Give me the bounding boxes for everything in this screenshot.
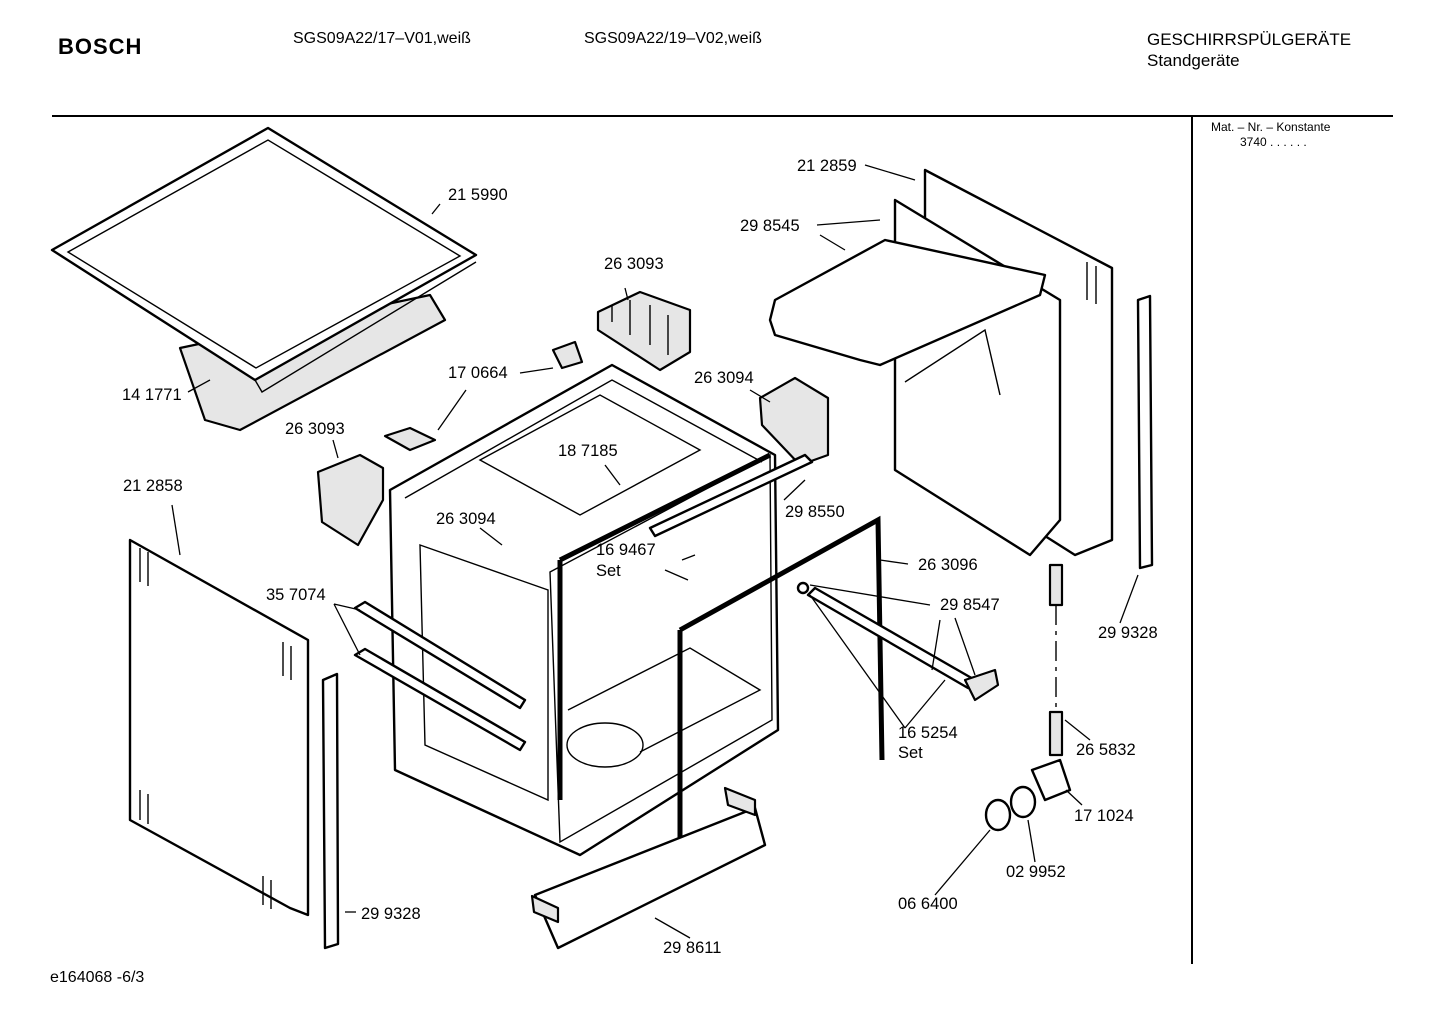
constant-label: Mat. – Nr. – Konstante (1211, 120, 1331, 134)
plinth-298611 (530, 786, 767, 950)
strip-299328-left (321, 672, 340, 950)
strip-299328-right (1136, 294, 1154, 570)
constant-value: 3740 . . . . . . (1240, 135, 1307, 149)
part-label-212858: 21 2858 (123, 477, 183, 495)
part-label-215990: 21 5990 (448, 186, 508, 204)
bracket-263094-top (758, 376, 830, 467)
part-label-171024: 17 1024 (1074, 807, 1134, 825)
back-panel-right (893, 168, 1114, 557)
part-label-299328-right: 29 9328 (1098, 624, 1158, 642)
part-label-263094-top: 26 3094 (694, 369, 754, 387)
part-label-165254-set: Set (898, 744, 923, 762)
part-label-298545: 29 8545 (740, 217, 800, 235)
bracket-263093-top (596, 290, 692, 372)
worktop-part (50, 126, 478, 432)
model-number-1: SGS09A22/17–V01,weiß (293, 30, 471, 47)
subcategory-title: Standgeräte (1147, 51, 1240, 70)
bracket-263093-left (316, 453, 385, 547)
rail-357074-b (353, 647, 527, 752)
part-label-299328-left: 29 9328 (361, 905, 421, 923)
part-label-263093-top: 26 3093 (604, 255, 664, 273)
part-label-165254: 16 5254 (898, 724, 958, 742)
part-label-263094-mid: 26 3094 (436, 510, 496, 528)
category-title: GESCHIRRSPÜLGERÄTE (1147, 30, 1352, 49)
part-label-298550: 29 8550 (785, 503, 845, 521)
tray-298545 (768, 238, 1047, 367)
part-label-298611: 29 8611 (663, 939, 722, 957)
part-label-263096: 26 3096 (918, 556, 978, 574)
leader-lines (171, 164, 1139, 939)
part-label-298547: 29 8547 (940, 596, 1000, 614)
part-label-265832: 26 5832 (1076, 741, 1136, 759)
part-label-187185: 18 7185 (558, 442, 618, 460)
part-label-169467-set: Set (596, 562, 621, 580)
part-label-029952: 02 9952 (1006, 863, 1066, 881)
clip-170664-b (383, 426, 437, 452)
part-label-263093-left: 26 3093 (285, 420, 345, 438)
drawing-id: e164068 -6/3 (50, 969, 145, 986)
rail-357074-a (353, 600, 527, 710)
side-panel-left (128, 538, 310, 917)
door-seal-263096 (557, 452, 885, 870)
part-label-357074: 35 7074 (266, 586, 326, 604)
clip-170664-a (551, 340, 584, 370)
model-number-2: SGS09A22/19–V02,weiß (584, 30, 762, 47)
bar-298550 (648, 453, 814, 538)
part-label-169467: 16 9467 (596, 541, 656, 559)
part-label-066400: 06 6400 (898, 895, 958, 913)
part-label-141771: 14 1771 (122, 386, 182, 404)
part-label-170664: 17 0664 (448, 364, 508, 382)
hose-fittings (984, 563, 1072, 832)
brand-logo: BOSCH (58, 34, 143, 59)
part-label-212859: 21 2859 (797, 157, 857, 175)
